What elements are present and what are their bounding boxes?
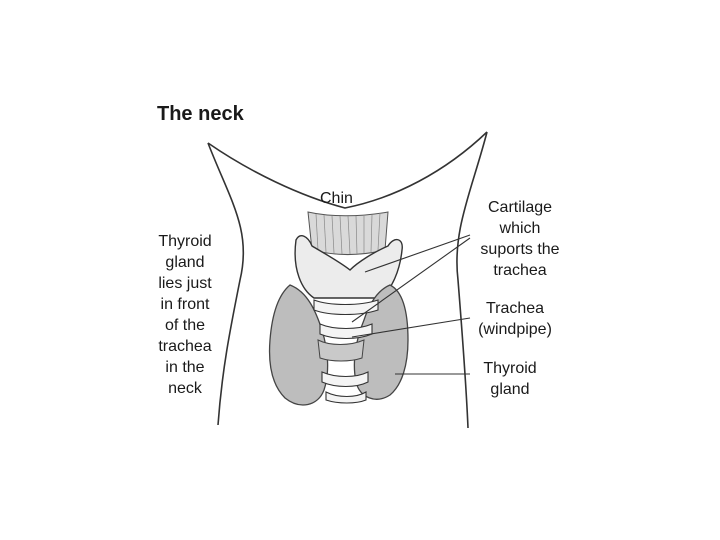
- thyroid-gland-label: Thyroid gland: [483, 360, 537, 398]
- chin-label: Chin: [320, 190, 353, 207]
- diagram-title: The neck: [157, 103, 244, 125]
- jaw-outline: [207, 131, 488, 209]
- cartilage-label: Cartilage which suports the trachea: [480, 199, 560, 279]
- thyroid-cartilage: [294, 235, 403, 299]
- neck-right-outline: [456, 131, 488, 429]
- thyroid-right-lobe: [353, 284, 409, 400]
- cartilage-leader-b: [351, 237, 471, 323]
- leader-lines: [351, 234, 471, 375]
- thyroid-isthmus: [317, 339, 365, 362]
- trachea-rings: [313, 299, 379, 404]
- neck-left-outline: [207, 142, 245, 426]
- thyroid-location-note: Thyroid gland lies just in front of the …: [158, 233, 212, 397]
- trachea-label: Trachea (windpipe): [478, 300, 552, 338]
- cartilage-leader-a: [364, 234, 471, 273]
- trachea-leader: [351, 317, 471, 338]
- chin-muscle-band: [307, 211, 389, 255]
- muscle-striations: [315, 212, 381, 255]
